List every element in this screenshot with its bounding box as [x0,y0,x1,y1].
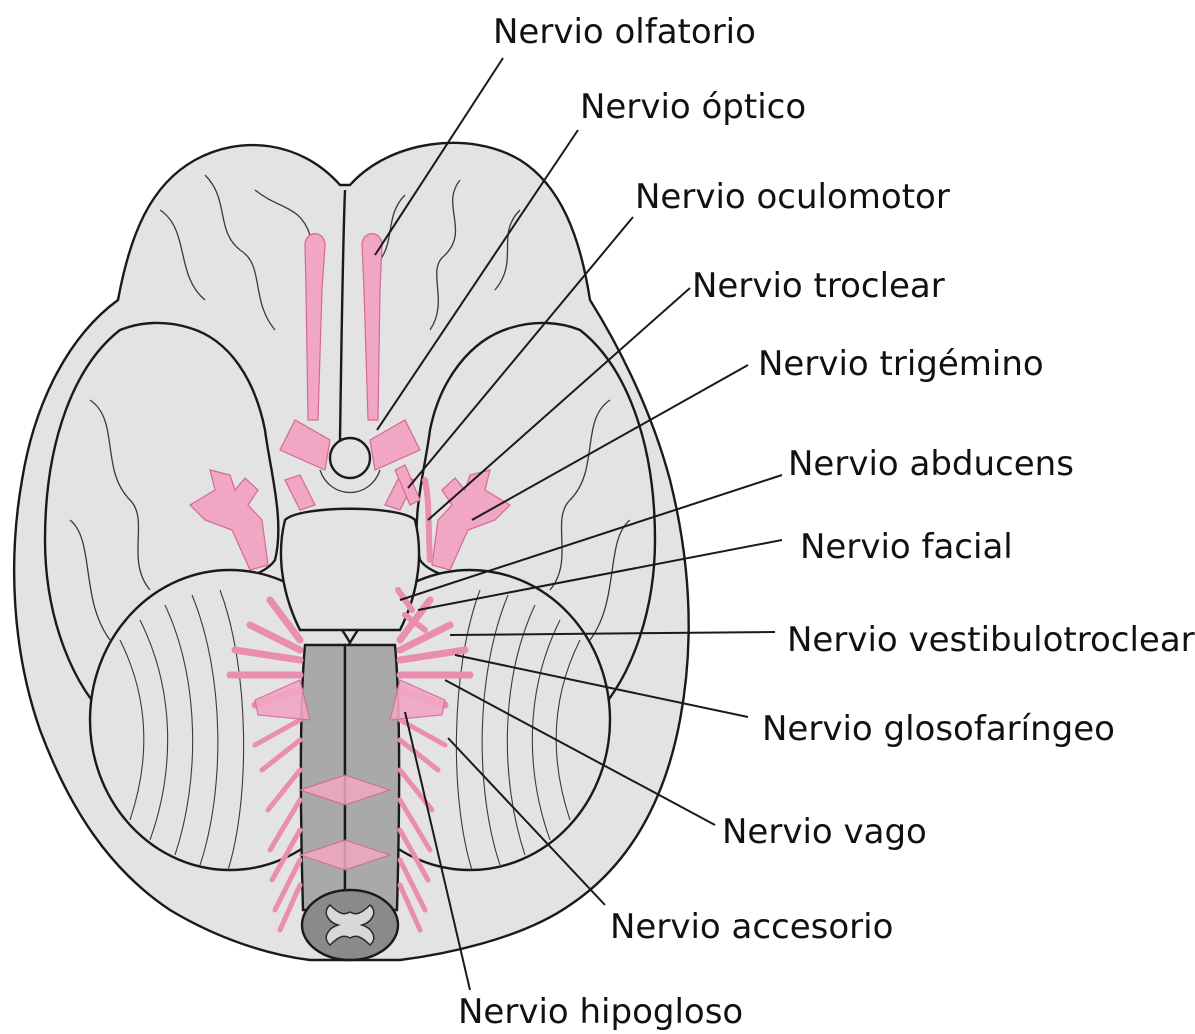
label-optic: Nervio óptico [580,87,806,127]
label-olfactory: Nervio olfatorio [493,12,756,52]
label-facial: Nervio facial [800,527,1013,567]
label-trigeminal: Nervio trigémino [758,344,1044,384]
label-trochlear: Nervio troclear [692,266,945,306]
label-vestibulocochlear: Nervio vestibulotroclear [787,620,1195,660]
label-vagus: Nervio vago [722,812,927,852]
label-accessory: Nervio accesorio [610,907,893,947]
pons [281,509,419,630]
label-oculomotor: Nervio oculomotor [635,177,950,217]
label-abducens: Nervio abducens [788,444,1074,484]
label-hypoglossal: Nervio hipogloso [458,992,743,1032]
pituitary-region [330,438,370,478]
label-glossopharyngeal: Nervio glosofaríngeo [762,709,1115,749]
